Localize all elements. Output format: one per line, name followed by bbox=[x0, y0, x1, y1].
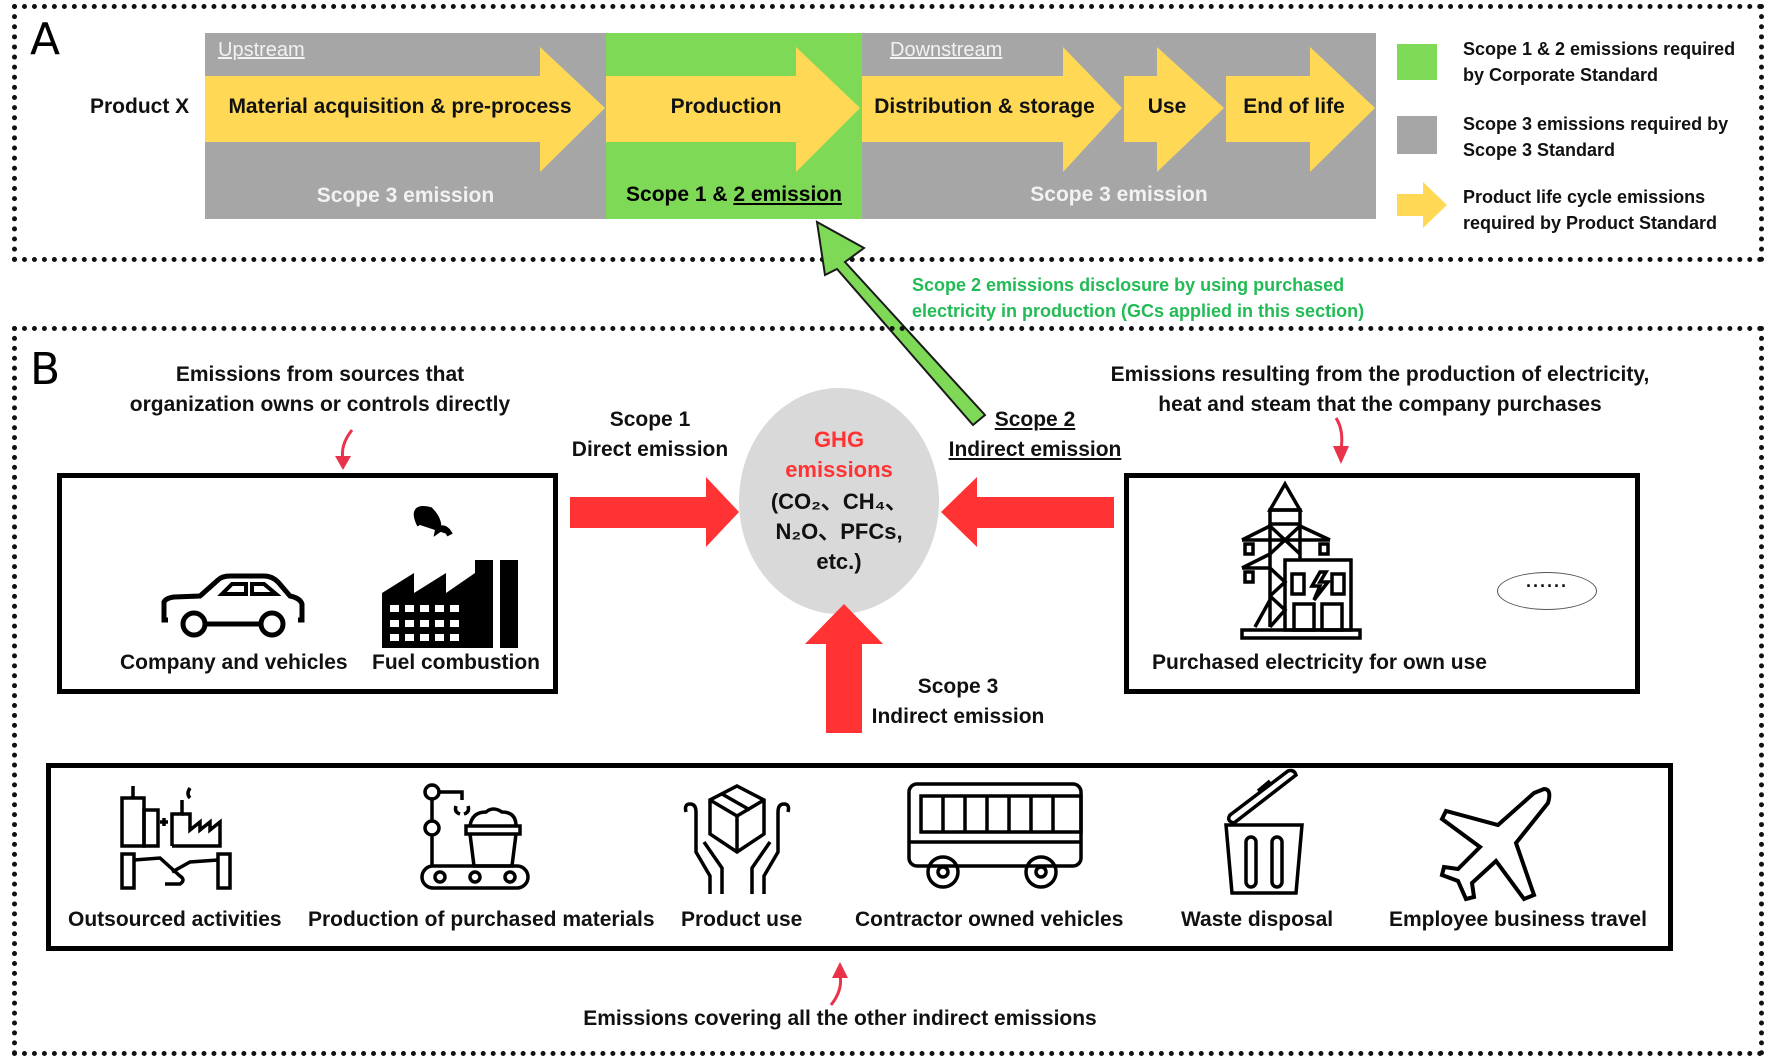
trash-can-icon bbox=[1224, 768, 1304, 895]
legend-gray-swatch bbox=[1397, 116, 1437, 154]
scope3-item-outsourced-activities: Outsourced activities bbox=[68, 908, 282, 931]
upstream-label: Upstream bbox=[218, 39, 305, 61]
legend-yellow-arrow-icon bbox=[1397, 182, 1447, 228]
bus-icon bbox=[907, 782, 1083, 889]
airplane-icon bbox=[1439, 786, 1552, 902]
legend-scope12-line1: Scope 1 & 2 emissions required bbox=[1463, 39, 1736, 59]
legend-scope3-line1: Scope 3 emissions required by bbox=[1463, 114, 1729, 134]
legend-product-line2: required by Product Standard bbox=[1463, 213, 1718, 233]
scope2-disclosure-text: Scope 2 emissions disclosure by using pu… bbox=[912, 272, 1364, 324]
scope1-item-company-vehicles: Company and vehicles bbox=[120, 651, 348, 674]
legend-item-scope3: Scope 3 emissions required by Scope 3 St… bbox=[1463, 111, 1728, 163]
conveyor-materials-icon bbox=[420, 783, 530, 890]
car-icon bbox=[161, 573, 305, 638]
stage-use: Use bbox=[1147, 95, 1187, 118]
scope2-label: Scope 2 Indirect emission bbox=[935, 405, 1135, 465]
scope2-description-line1: Emissions resulting from the production … bbox=[1110, 363, 1650, 386]
downstream-label: Downstream bbox=[890, 39, 1003, 61]
legend-green-swatch bbox=[1397, 44, 1437, 80]
ghg-gases-line2: N₂O、PFCs, bbox=[775, 519, 903, 544]
panel-a-frame bbox=[12, 4, 1764, 262]
legend-item-product: Product life cycle emissions required by… bbox=[1463, 184, 1717, 236]
more-items-dots: ······ bbox=[1526, 576, 1568, 596]
product-in-hands-icon bbox=[683, 784, 791, 894]
arrow-production bbox=[606, 47, 860, 172]
arrow-end-of-life bbox=[1226, 47, 1375, 172]
ghg-circle bbox=[739, 388, 939, 614]
stage-end-of-life: End of life bbox=[1243, 95, 1345, 118]
panel-a-letter: A bbox=[30, 14, 61, 65]
production-scope-prefix: Scope 1 & bbox=[626, 183, 734, 206]
scope1-description-line2: organization owns or controls directly bbox=[129, 393, 511, 416]
arrow-material-acquisition bbox=[205, 47, 605, 172]
ghg-gases-line3: etc.) bbox=[816, 549, 862, 574]
scope1-title: Scope 1 bbox=[609, 408, 691, 431]
arrow-distribution bbox=[862, 47, 1122, 172]
scope2-item-purchased-electricity: Purchased electricity for own use bbox=[1152, 651, 1487, 674]
scope2-disclosure-line2: electricity in production (GCs applied i… bbox=[912, 301, 1365, 321]
scope2-description-line2: heat and steam that the company purchase… bbox=[1158, 393, 1602, 416]
scope2-subtitle: Indirect emission bbox=[948, 438, 1122, 461]
scope3-item-contractor-vehicles: Contractor owned vehicles bbox=[855, 908, 1124, 931]
scope1-box bbox=[57, 473, 558, 694]
outsourcing-handshake-icon bbox=[120, 786, 232, 890]
power-tower-icon bbox=[1240, 480, 1362, 640]
downstream-scope-label: Scope 3 emission bbox=[1030, 183, 1208, 206]
ghg-gases: (CO₂、CH₄、 N₂O、PFCs, etc.) bbox=[739, 487, 939, 577]
scope1-red-arrow bbox=[570, 477, 739, 547]
scope3-title: Scope 3 bbox=[917, 675, 999, 698]
production-scope-label: Scope 1 & 2 emission bbox=[606, 180, 862, 210]
scope2-box bbox=[1124, 473, 1640, 694]
scope3-red-arrow bbox=[805, 604, 883, 733]
ghg-title-line2: emissions bbox=[785, 457, 893, 482]
legend-scope12-line2: by Corporate Standard bbox=[1463, 65, 1659, 85]
scope3-label: Scope 3 Indirect emission bbox=[858, 672, 1058, 732]
panel-b-frame bbox=[12, 326, 1764, 1056]
scope1-item-fuel-combustion: Fuel combustion bbox=[372, 651, 540, 674]
factory-icon bbox=[382, 506, 518, 648]
legend-item-scope12: Scope 1 & 2 emissions required by Corpor… bbox=[1463, 36, 1735, 88]
legend-product-line1: Product life cycle emissions bbox=[1463, 187, 1706, 207]
stage-production: Production bbox=[670, 95, 782, 118]
upstream-scope-label: Scope 3 emission bbox=[316, 184, 495, 207]
stage-distribution-storage: Distribution & storage bbox=[874, 95, 1095, 118]
arrow-use bbox=[1124, 47, 1224, 172]
scope2-description: Emissions resulting from the production … bbox=[1080, 360, 1680, 420]
life-cycle-arrows bbox=[205, 47, 1375, 172]
scope3-item-purchased-materials: Production of purchased materials bbox=[308, 908, 655, 931]
stage-material-acquisition: Material acquisition & pre-process bbox=[228, 95, 572, 118]
ghg-title-line1: GHG bbox=[813, 427, 865, 452]
product-label: Product X bbox=[90, 95, 190, 118]
scope2-disclosure-line1: Scope 2 emissions disclosure by using pu… bbox=[912, 275, 1345, 295]
scope3-item-product-use: Product use bbox=[681, 908, 803, 931]
scope2-red-arrow bbox=[941, 477, 1114, 547]
legend-scope3-line2: Scope 3 Standard bbox=[1463, 140, 1616, 160]
ghg-title: GHG emissions bbox=[739, 425, 939, 485]
scope3-item-business-travel: Employee business travel bbox=[1389, 908, 1647, 931]
panel-b-letter: B bbox=[30, 344, 61, 395]
scope1-subtitle: Direct emission bbox=[571, 438, 729, 461]
scope1-description-line1: Emissions from sources that bbox=[175, 363, 465, 386]
scope3-description: Emissions covering all the other indirec… bbox=[583, 1007, 1097, 1030]
scope3-box bbox=[46, 763, 1673, 951]
scope1-description: Emissions from sources that organization… bbox=[110, 360, 530, 420]
production-scope-underlined: 2 emission bbox=[733, 183, 842, 206]
scope3-item-waste-disposal: Waste disposal bbox=[1181, 908, 1334, 931]
ghg-gases-line1: (CO₂、CH₄、 bbox=[770, 489, 908, 514]
scope1-label: Scope 1 Direct emission bbox=[560, 405, 740, 465]
scope2-title: Scope 2 bbox=[994, 408, 1076, 431]
more-items-ellipse bbox=[1497, 572, 1597, 610]
scope3-subtitle: Indirect emission bbox=[871, 705, 1045, 728]
